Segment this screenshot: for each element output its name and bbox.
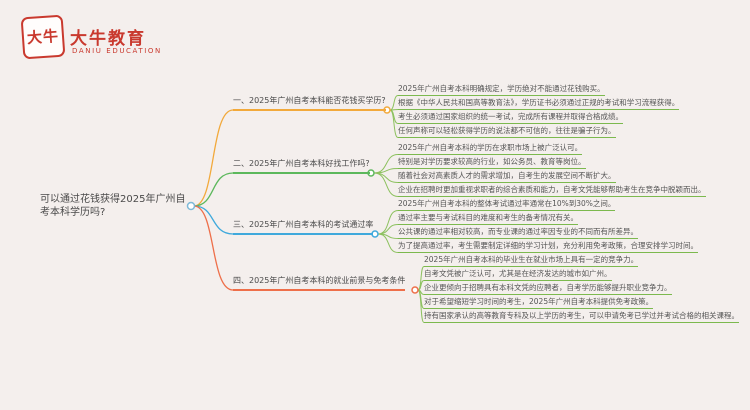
leaf-node: 2025年广州自考本科的学历在求职市场上被广泛认可。 bbox=[398, 143, 583, 155]
branch-3-label: 三、2025年广州自考本科的考试通过率 bbox=[233, 219, 374, 235]
leaf-node: 企业更倾向于招聘具有本科文凭的应聘者，自考学历能够提升职业竞争力。 bbox=[424, 283, 672, 295]
central-topic: 可以通过花钱获得2025年广州自考本科学历吗? bbox=[40, 194, 186, 218]
leaf-node: 特别是对学历要求较高的行业，如公务员、教育等岗位。 bbox=[398, 157, 586, 169]
leaf-node: 2025年广州自考本科的整体考试通过率通常在10%到30%之间。 bbox=[398, 199, 616, 211]
leaf-node: 2025年广州自考本科的毕业生在就业市场上具有一定的竞争力。 bbox=[424, 255, 639, 267]
leaf-node: 通过率主要与考试科目的难度和考生的备考情况有关。 bbox=[398, 213, 578, 225]
brand-logo-icon: 大牛 bbox=[20, 14, 66, 60]
brand-subtitle: DANIU EDUCATION bbox=[72, 47, 162, 55]
leaf-node: 2025年广州自考本科明确规定，学历绝对不能通过花钱购买。 bbox=[398, 84, 605, 96]
leaf-node: 自考文凭被广泛认可，尤其是在经济发达的城市如广州。 bbox=[424, 269, 612, 281]
leaf-node: 公共课的通过率相对较高，而专业课的通过率因专业的不同而有所差异。 bbox=[398, 227, 638, 239]
branch-4-dot bbox=[411, 286, 419, 294]
branch-4-label: 四、2025年广州自考本科的就业前景与免考条件 bbox=[233, 275, 406, 291]
leaf-node: 持有国家承认的高等教育专科及以上学历的考生，可以申请免考已学过并考试合格的相关课… bbox=[424, 311, 739, 323]
leaf-node: 对于希望缩短学习时间的考生，2025年广州自考本科提供免考政策。 bbox=[424, 297, 654, 309]
leaf-node: 随着社会对高素质人才的需求增加，自考生的发展空间不断扩大。 bbox=[398, 171, 616, 183]
leaf-node: 为了提高通过率，考生需要制定详细的学习计划，充分利用免考政策，合理安排学习时间。 bbox=[398, 241, 698, 253]
leaf-node: 根据《中华人民共和国高等教育法》，学历证书必须通过正规的考试和学习流程获得。 bbox=[398, 98, 680, 110]
branch-1-label: 一、2025年广州自考本科能否花钱买学历? bbox=[233, 95, 386, 111]
leaf-node: 任何声称可以轻松获得学历的说法都不可信的，往往是骗子行为。 bbox=[398, 126, 616, 138]
leaf-node: 企业在招聘时更加重视求职者的综合素质和能力，自考文凭能够帮助考生在竞争中脱颖而出… bbox=[398, 185, 706, 197]
brand-name: 大牛教育 bbox=[70, 29, 146, 49]
central-node-dot bbox=[186, 201, 196, 211]
branch-2-label: 二、2025年广州自考本科好找工作吗? bbox=[233, 158, 370, 174]
leaf-node: 考生必须通过国家组织的统一考试，完成所有课程并取得合格成绩。 bbox=[398, 112, 623, 124]
